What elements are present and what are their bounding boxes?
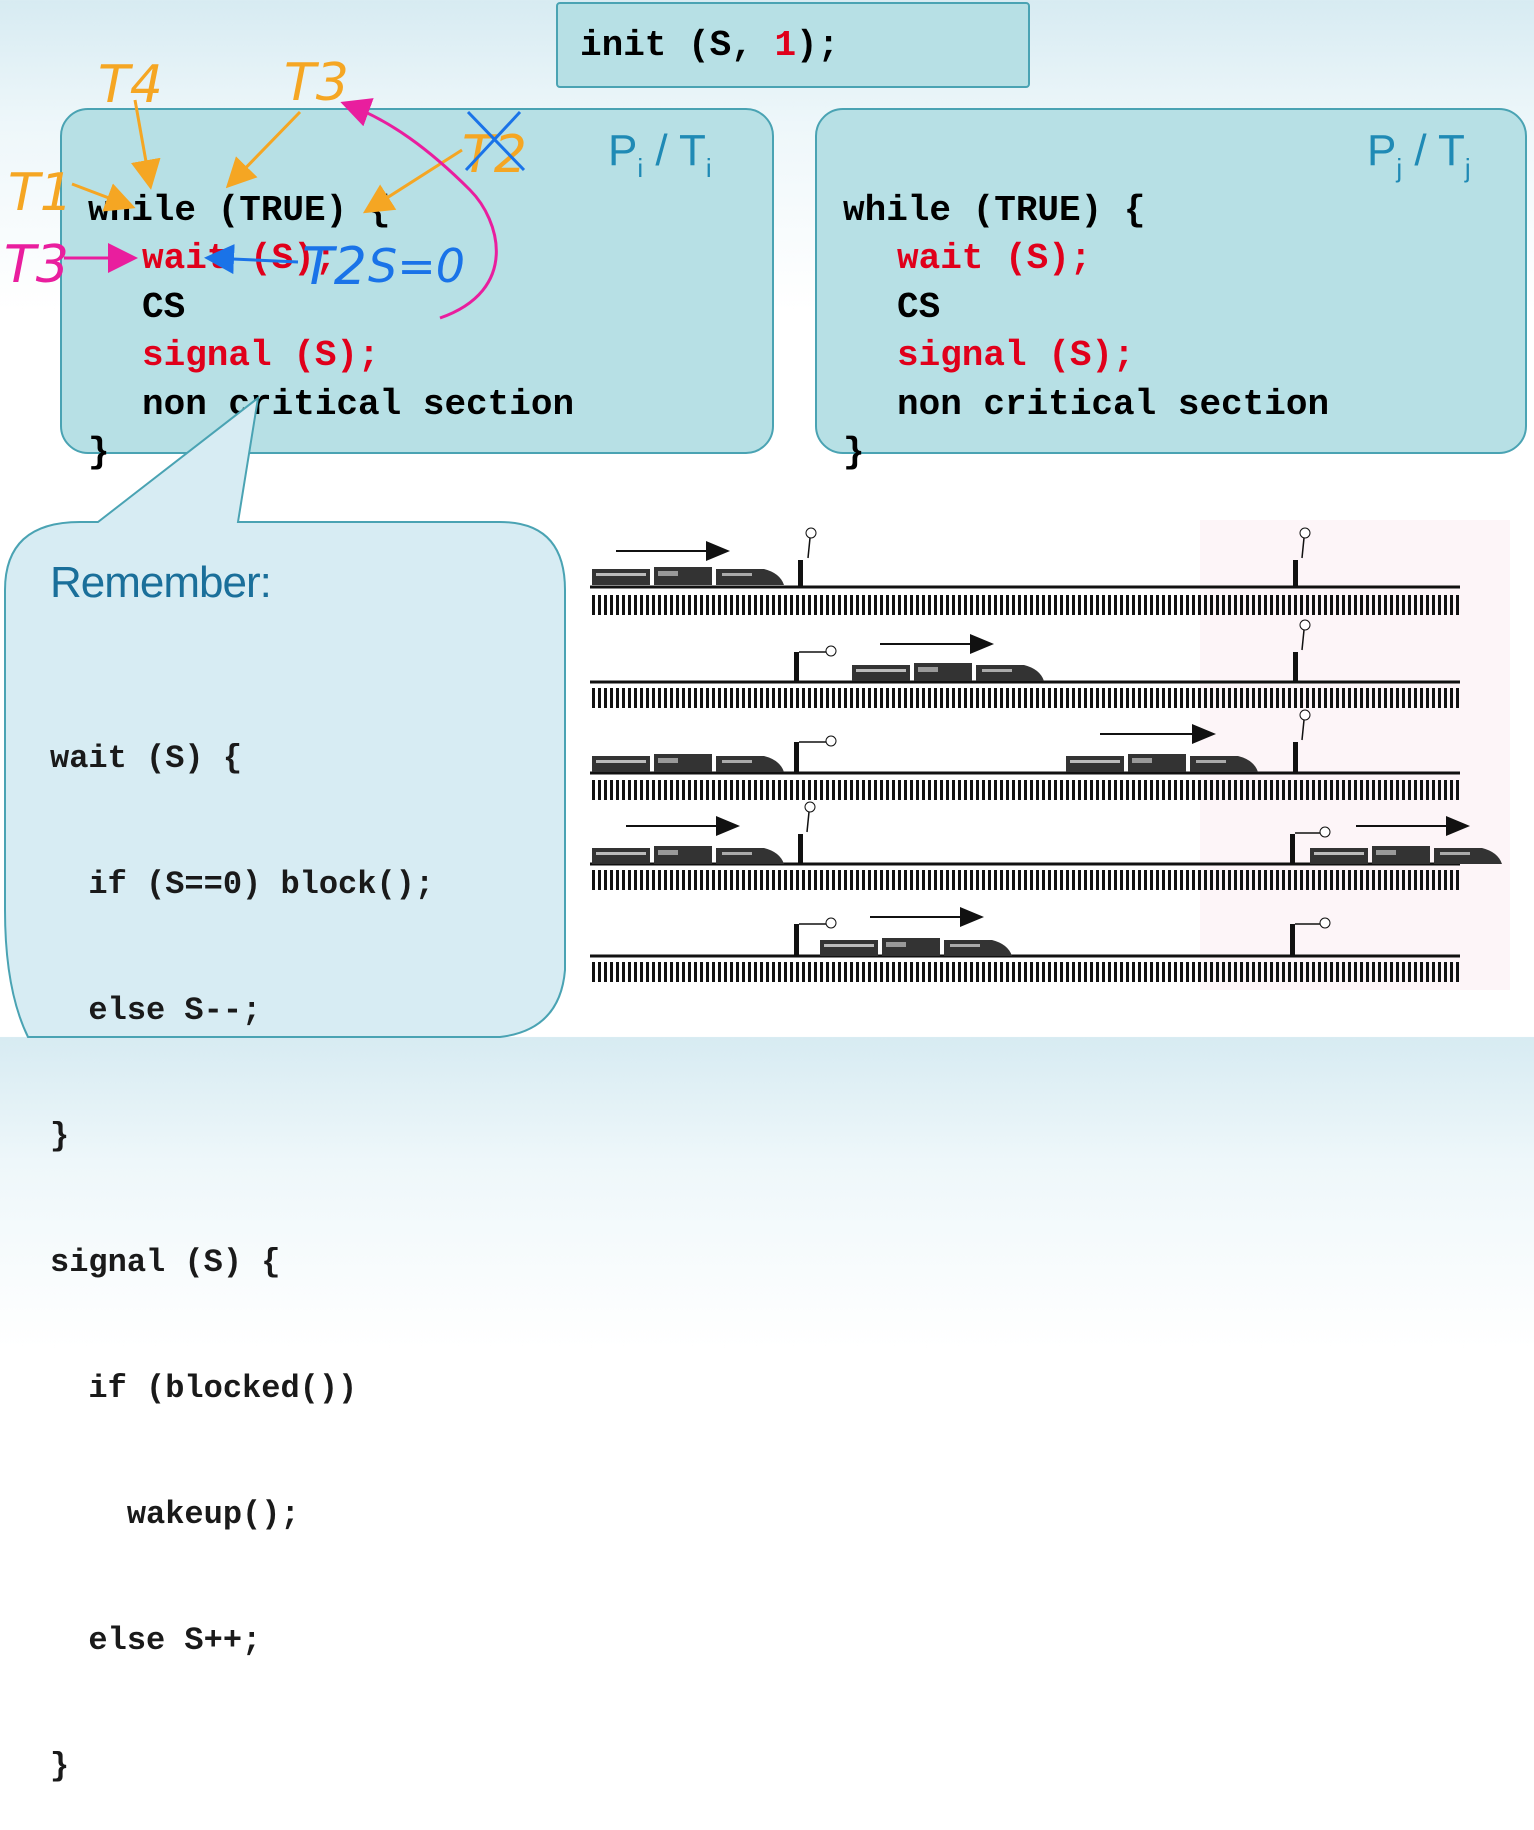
remember-line: } [50,1748,70,1785]
label-t-sub: j [1464,153,1471,183]
code-line-noncritical: non critical section [897,383,1330,425]
code-line-cs: CS [142,286,186,328]
label-p-sub: j [1396,153,1403,183]
label-p: P [1367,126,1397,175]
remember-line: wakeup(); [50,1496,300,1533]
arrow-signal-wakeup [340,98,498,320]
code-line-wait: wait (S); [897,238,1092,279]
annotation-s-zero: S=0 [368,239,465,293]
code-line-while: while (TRUE) { [843,189,1146,231]
annotation-t1: T1 [8,163,73,223]
annotation-t2-crossed: T2 [462,125,527,185]
init-suffix: ); [796,25,840,66]
arrow-t2 [362,148,463,214]
label-t: T [1438,126,1465,175]
train-row-3 [590,709,1460,800]
ink-annotations: T4 T3 T2 T1 T3 T2 S=0 [4,53,527,320]
arrow-t2-cs [204,244,299,275]
code-line-close: } [88,432,110,473]
init-statement: init (S, 1); [556,2,1030,88]
label-sep: / [643,126,680,175]
process-i-label: Pi / Ti [608,126,712,184]
remember-line: signal (S) { [50,1244,281,1281]
remember-line: } [50,1118,70,1155]
label-sep: / [1402,126,1439,175]
code-line-cs: CS [897,286,941,328]
code-line-signal: signal (S); [897,335,1135,376]
annotation-t3-top: T3 [284,53,349,113]
label-p-sub: i [637,153,644,183]
process-j-label: Pj / Tj [1367,126,1471,184]
train-signal-illustration [590,520,1510,990]
process-j-box: Pj / Tj while (TRUE) { wait (S); CS signal … [815,108,1527,473]
train-row-2 [590,619,1460,708]
annotation-t3-left: T3 [4,235,69,295]
arrow-t1 [71,182,136,212]
remember-line: if (blocked()) [50,1370,358,1407]
init-prefix: init (S, [580,25,775,66]
remember-title: Remember: [50,558,272,607]
label-t: T [679,126,706,175]
process-j-code: while (TRUE) { wait (S); CS signal (S); non … [843,138,1329,478]
remember-line: wait (S) { [50,740,243,777]
code-line-close: } [843,432,865,473]
init-value: 1 [774,25,797,66]
train-row-4 [590,801,1502,890]
code-line-noncritical: non critical section [142,383,575,425]
remember-line: else S--; [50,992,262,1029]
remember-line: if (S==0) block(); [50,866,435,903]
code-line-signal: signal (S); [142,335,380,376]
arrow-t4 [131,99,161,190]
train-row-5 [590,907,1460,982]
label-t-sub: i [705,153,712,183]
label-p: P [608,126,638,175]
annotation-t2-cs: T2 [302,237,367,297]
annotation-t4: T4 [98,55,163,115]
remember-line: else S++; [50,1622,262,1659]
train-row-1 [590,527,1460,615]
arrow-t3 [225,110,302,189]
